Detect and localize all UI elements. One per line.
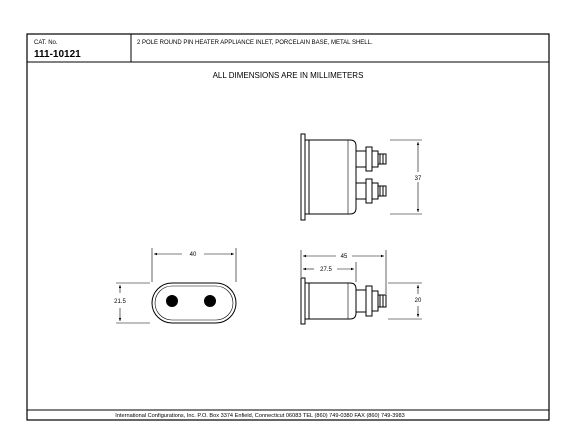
dim-front-height-label: 21.5 [114, 299, 126, 305]
side-view-terminal [355, 285, 387, 317]
dim-side-partial [303, 262, 357, 282]
top-view-terminal-lower [355, 178, 387, 204]
dim-front-width [151, 248, 237, 282]
dim-front-height [116, 282, 150, 324]
front-view-pin-left [166, 295, 178, 307]
top-view [300, 133, 422, 221]
front-view-outline [151, 282, 237, 324]
sheet-border [26, 33, 550, 421]
top-view-flange [300, 133, 306, 221]
dim-side-partial-label: 27.5 [320, 267, 332, 273]
dim-top-height [390, 139, 422, 215]
part-description: 2 POLE ROUND PIN HEATER APPLIANCE INLET,… [137, 40, 373, 46]
units-note: ALL DIMENSIONS ARE IN MILLIMETERS [213, 71, 364, 80]
side-view [300, 250, 422, 325]
front-view-pin-right [204, 295, 216, 307]
dim-side-overall [300, 250, 387, 294]
dim-side-height-label: 20 [415, 298, 422, 304]
company-footer: International Configurations, Inc. P.O. … [115, 413, 404, 419]
top-view-terminal-upper [355, 146, 387, 172]
front-view-inner [154, 285, 234, 321]
dim-side-height [388, 282, 422, 320]
dim-front-width-label: 40 [190, 252, 197, 258]
dim-top-height-label: 37 [415, 176, 422, 182]
side-view-body [304, 282, 357, 320]
cat-no-label: CAT. No. [34, 40, 58, 46]
dim-side-overall-label: 45 [341, 254, 348, 260]
cat-no-value: 111-10121 [34, 49, 81, 60]
title-block: CAT. No. 111-10121 2 POLE ROUND PIN HEAT… [27, 34, 549, 63]
front-view [116, 248, 237, 324]
side-view-flange [300, 277, 306, 325]
top-view-body [304, 139, 357, 215]
